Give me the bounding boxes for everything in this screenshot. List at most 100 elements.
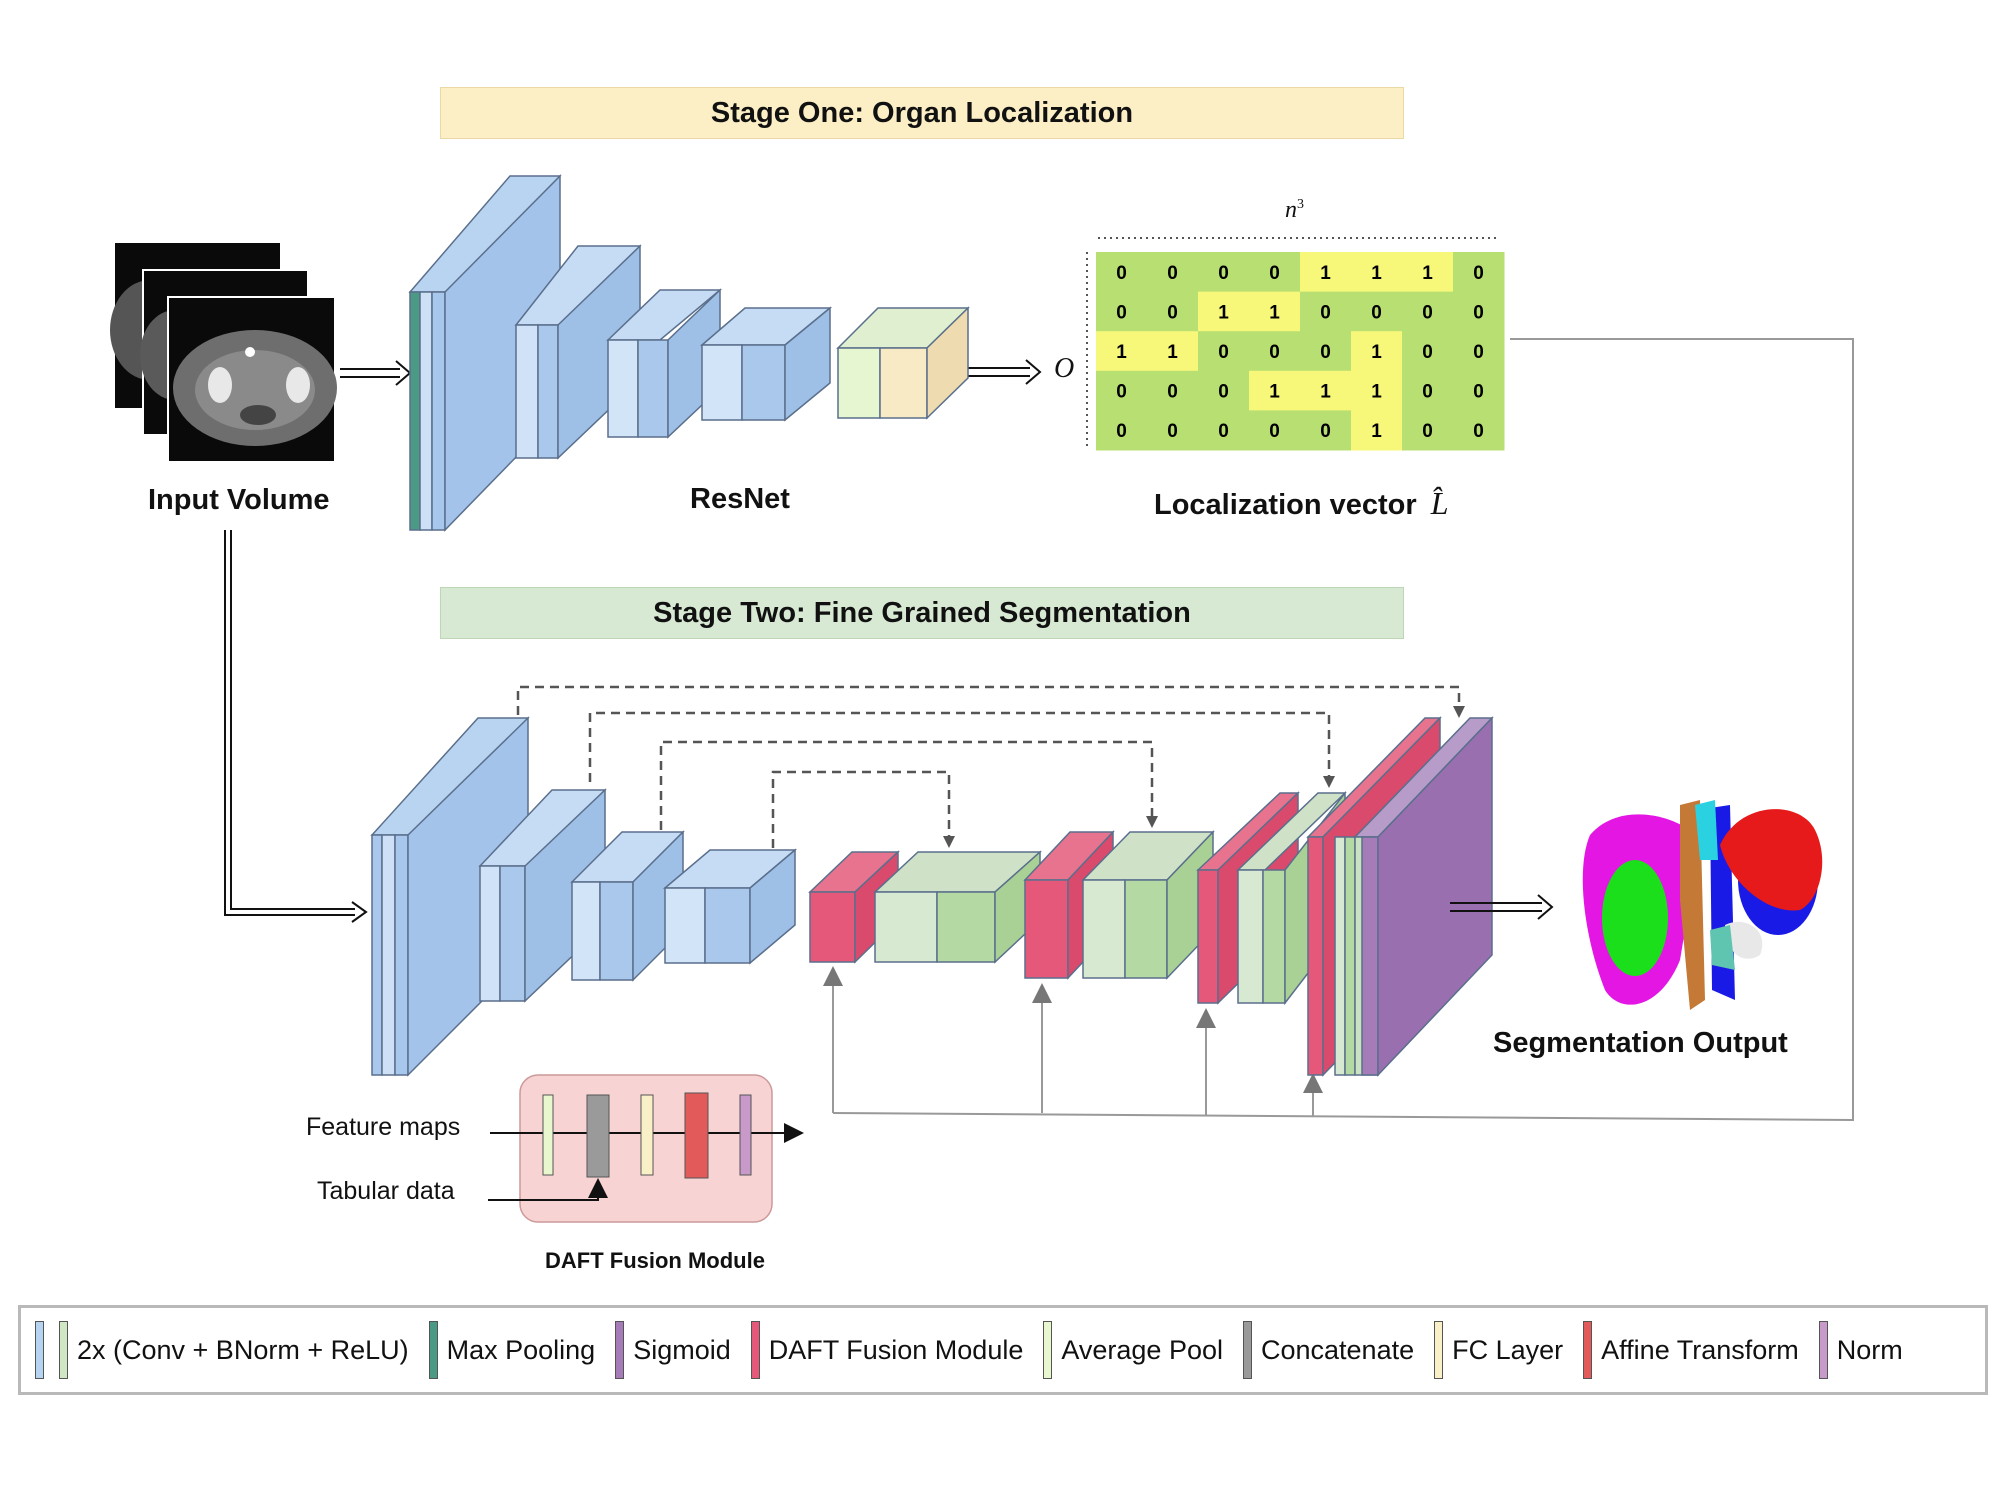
max-pooling-icon [428,1321,447,1379]
grid-value: 1 [1116,342,1127,363]
grid-value: 0 [1167,382,1178,403]
grid-value: 0 [1473,302,1484,323]
segmentation-output-label: Segmentation Output [1493,1027,1788,1059]
affine-transform-icon [1583,1321,1601,1379]
grid-value: 0 [1116,382,1127,403]
resnet-label: ResNet [690,483,790,515]
grid-value: 1 [1371,342,1382,363]
grid-cell [1198,331,1250,372]
average-pool-icon [1043,1321,1061,1379]
grid-cell [1096,410,1148,451]
grid-cell [1453,291,1505,332]
grid-value: 0 [1116,302,1127,323]
segmentation-output-render [1582,800,1823,1010]
grid-value: 1 [1167,342,1178,363]
grid-value: 0 [1422,421,1433,442]
grid-value: 1 [1371,421,1382,442]
grid-value: 0 [1422,342,1433,363]
grid-value: 0 [1473,382,1484,403]
daft-module-title: DAFT Fusion Module [545,1248,765,1273]
grid-cell [1198,252,1250,293]
grid-value: 0 [1269,263,1280,284]
grid-value: 0 [1218,382,1229,403]
grid-cell [1351,331,1403,372]
grid-cell [1096,252,1148,293]
grid-cell [1453,252,1505,293]
grid-cell [1249,291,1301,332]
grid-cell [1402,331,1454,372]
grid-cell [1147,410,1199,451]
grid-cell [1198,291,1250,332]
grid-value: 1 [1371,382,1382,403]
grid-value: 0 [1473,421,1484,442]
grid-value: 1 [1269,302,1280,323]
grid-value: 1 [1320,263,1331,284]
legend-label: Average Pool [1061,1334,1223,1365]
grid-cell [1300,331,1352,372]
fc-layer-icon [1434,1321,1452,1379]
grid-value: 0 [1473,342,1484,363]
grid-value: 0 [1116,263,1127,284]
grid-cell [1453,410,1505,451]
grid-value: 1 [1422,263,1433,284]
grid-value: 0 [1473,263,1484,284]
grid-cell [1300,410,1352,451]
segmentation-network [370,716,1494,1077]
grid-value: 0 [1371,302,1382,323]
legend-label: DAFT Fusion Module [768,1334,1024,1365]
grid-cell [1402,252,1454,293]
legend-item: Concatenate [1242,1321,1414,1379]
legend-label: FC Layer [1452,1334,1564,1365]
stage-two-banner: Stage Two: Fine Grained Segmentation [440,587,1404,639]
legend-label: Max Pooling [446,1334,596,1365]
grid-cell [1147,291,1199,332]
grid-cell [1300,370,1352,411]
grid-cell [1249,252,1301,293]
grid-cell [1300,291,1352,332]
concatenate-icon [1242,1321,1261,1379]
norm-icon [1818,1321,1837,1379]
grid-cell [1096,331,1148,372]
grid-cell [1453,331,1505,372]
grid-value: 0 [1218,342,1229,363]
legend-item: Average Pool [1043,1321,1223,1379]
legend-item: FC Layer [1434,1321,1563,1379]
grid-cell [1351,410,1403,451]
tabular-data-label: Tabular data [317,1177,455,1205]
grid-cell [1351,291,1403,332]
input-volume-label: Input Volume [148,484,330,516]
grid-cell [1147,370,1199,411]
grid-value: 0 [1320,421,1331,442]
output-o-symbol: O [1054,353,1075,384]
legend-item: Norm [1818,1321,1903,1379]
legend-item: DAFT Fusion Module [750,1321,1024,1379]
legend: 2x (Conv + BNorm + ReLU) Max Pooling Sigmo… [18,1305,1988,1395]
grid-cell [1402,370,1454,411]
legend-label: Sigmoid [633,1334,731,1365]
stage-one-banner: Stage One: Organ Localization [440,87,1404,139]
grid-value: 1 [1320,382,1331,403]
grid-value: 0 [1167,263,1178,284]
grid-value: 0 [1167,302,1178,323]
ct-input-stack [110,243,337,463]
sigmoid-icon [615,1321,633,1379]
grid-value: 0 [1422,302,1433,323]
legend-item: Sigmoid [615,1321,731,1379]
grid-value: 0 [1218,421,1229,442]
grid-cell [1198,410,1250,451]
grid-value: 0 [1422,382,1433,403]
grid-cell [1351,370,1403,411]
legend-item: 2x (Conv + BNorm + ReLU) [35,1321,409,1379]
grid-value: 1 [1218,302,1229,323]
legend-label: 2x (Conv + BNorm + ReLU) [77,1334,409,1365]
legend-item: Affine Transform [1583,1321,1799,1379]
legend-label: Affine Transform [1601,1334,1799,1365]
grid-value: 1 [1269,382,1280,403]
grid-cell [1249,331,1301,372]
grid-cell [1147,252,1199,293]
grid-value: 0 [1218,263,1229,284]
legend-label: Norm [1836,1334,1903,1365]
grid-value: 0 [1320,302,1331,323]
grid-cell [1402,410,1454,451]
